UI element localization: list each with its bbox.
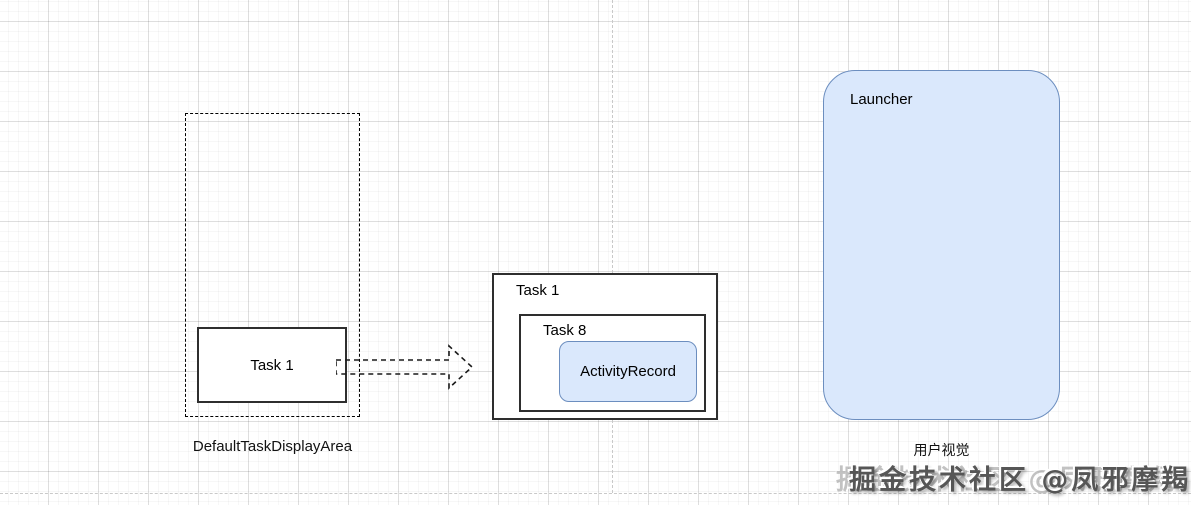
default-task-display-area-box <box>185 113 360 417</box>
launcher-label: Launcher <box>850 91 913 108</box>
default-task-display-area-caption: DefaultTaskDisplayArea <box>192 438 353 455</box>
task1-middle-label: Task 1 <box>516 282 560 299</box>
watermark-ghost: 掘金技术社区 @凤邪摩羯 <box>836 465 1179 496</box>
activity-record-node: ActivityRecord <box>559 341 697 402</box>
task1-box-middle: Task 1 Task 8 ActivityRecord <box>492 273 718 420</box>
task1-box-left: Task 1 <box>197 327 347 403</box>
activity-record-label: ActivityRecord <box>580 363 676 380</box>
user-view-caption: 用户视觉 <box>913 442 970 458</box>
task8-label: Task 8 <box>543 322 587 339</box>
launcher-node: Launcher <box>823 70 1060 420</box>
task8-box: Task 8 ActivityRecord <box>519 314 706 412</box>
dashed-arrow-icon <box>336 344 474 390</box>
task1-left-label: Task 1 <box>250 356 294 374</box>
page-boundary-vertical <box>612 0 613 493</box>
watermark: 掘金技术社区 @凤邪摩羯 <box>849 465 1191 496</box>
page-boundary-horizontal <box>0 493 1191 494</box>
